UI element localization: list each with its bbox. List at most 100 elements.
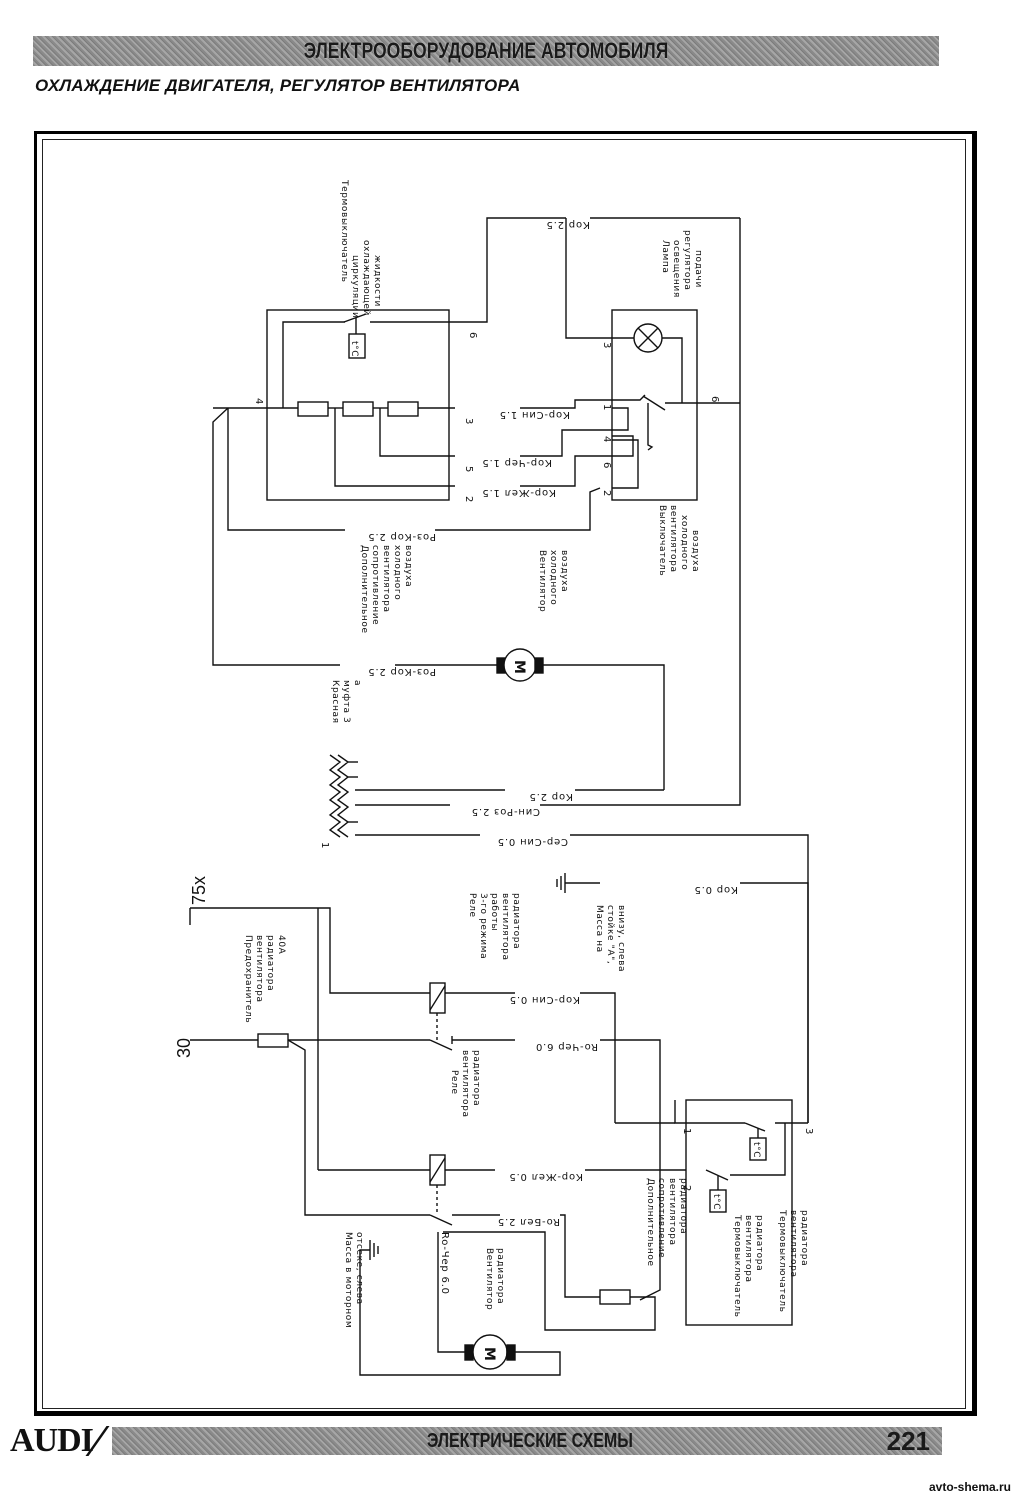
pin-label: 5 [463, 466, 474, 472]
label-line: регулятора [682, 230, 692, 290]
motor-lower-brush-left [464, 1344, 474, 1361]
wire-ro-cher-60-b [437, 1232, 465, 1353]
relay-3rd-coil-diag [429, 985, 446, 1011]
switch-actuator [647, 403, 654, 451]
lamp-cross-2 [637, 327, 659, 349]
temp-symbol-lower-2: t°C [711, 1194, 721, 1210]
wire-roz-kor-a-right [435, 487, 601, 531]
pin-label: 1 [601, 404, 612, 410]
label-connector: Красная муфта 3 а [330, 680, 362, 724]
label-line: радиатора [799, 1210, 809, 1266]
label-line: радиатора [265, 935, 275, 991]
connector-zigzag-2 [336, 754, 350, 838]
label-line: Выключатель [657, 505, 667, 576]
wire-fuse-to-relay-fan [287, 1039, 430, 1216]
pin-label: 1 [319, 842, 330, 848]
label-line: охлаждающей [361, 240, 371, 316]
wire-kor-sin-15 [520, 399, 612, 409]
relay-fan-coil-diag [429, 1157, 446, 1183]
header-band: ЭЛЕКТРООБОРУДОВАНИЕ АВТОМОБИЛЯ [33, 36, 939, 66]
wire-roz-kor-b-left [212, 407, 340, 666]
wire-motor-ground [359, 1249, 561, 1376]
label-line: вентилятора [788, 1210, 798, 1278]
wire-kor25-to-lamp [565, 218, 612, 339]
pin-label: 4 [601, 436, 612, 442]
label-line: сопротивление [370, 545, 380, 625]
wire-75x [190, 907, 430, 994]
wire-label: Кор 2.5 [529, 791, 573, 802]
label-thermo-switch-circulation: Термовыключатель циркуляции охлаждающей … [339, 179, 382, 318]
label-extra-resistance-upper: Дополнительное сопротивление вентилятора… [359, 545, 413, 634]
switch-contact-4 [612, 407, 629, 431]
wire-ro-bel-25 [560, 1214, 600, 1298]
wire-kor-05 [740, 882, 809, 1123]
labels: Термовыключатель циркуляции охлаждающей … [174, 179, 814, 1361]
wire-conn-sin-roz-right [540, 403, 741, 806]
wire-label: Ro-Бел 2.5 [497, 1216, 560, 1227]
motor-symbol-lower: M [481, 1347, 497, 1361]
label-line: 3-го режима [478, 893, 488, 959]
label-line: воздуха [690, 530, 700, 572]
footer-band: ЭЛЕКТРИЧЕСКИЕ СХЕМЫ 221 [112, 1425, 942, 1456]
label-line: Термовыключатель [339, 179, 349, 283]
motor-brush-right [534, 657, 544, 674]
wire-kor-cher-15 [520, 429, 612, 457]
resistor-block-outline [266, 309, 450, 501]
wire-tap-kor-cher [379, 408, 455, 457]
label-line: радиатора [678, 1178, 688, 1234]
label-line: Дополнительное [359, 545, 369, 634]
pin-label: 3 [803, 1128, 814, 1134]
label-extra-resistance-lower: Дополнительное сопротивление вентилятора… [645, 1178, 688, 1267]
label-line: сопротивление [656, 1178, 666, 1258]
resistor-1 [297, 401, 329, 417]
wire-label: Сер-Син 0.5 [497, 836, 568, 847]
watermark: avto-shema.ru [928, 1480, 1011, 1494]
relay-fan-contact [429, 1214, 453, 1226]
page-number: 221 [886, 1425, 930, 1456]
label-line: холодного [548, 550, 558, 605]
audi-logo: AUDI [10, 1422, 94, 1459]
label-line: стойке "А", [605, 905, 615, 964]
label-ground-a: Масса на стойке "А", внизу, слева [594, 905, 626, 972]
header-band-title: ЭЛЕКТРООБОРУДОВАНИЕ АВТОМОБИЛЯ [303, 38, 669, 63]
switch-contact-1 [612, 394, 646, 401]
wire-label: Кор-Жел 0.5 [509, 1171, 583, 1182]
resistor-2 [342, 401, 374, 417]
label-thermo-switch-1: Термовыключатель вентилятора радиатора [732, 1214, 764, 1318]
extra-resistance-lower [599, 1289, 631, 1305]
diagram-frame-outer [34, 131, 977, 1416]
lamp-wire-right [662, 337, 683, 403]
wire-label: Роз-Кор 2.5 [367, 666, 436, 677]
pin-label: 3 [463, 418, 474, 424]
wire-label: Син-Роз 2.5 [471, 806, 540, 817]
label-ground-engine: Масса в моторном отсеке, слева [343, 1232, 364, 1328]
label-line: холодного [392, 545, 402, 600]
fuse-40a [257, 1033, 289, 1048]
footer-section-title: ЭЛЕКТРИЧЕСКИЕ СХЕМЫ [427, 1429, 633, 1452]
pin-label: 6 [601, 462, 612, 468]
resistor-3 [387, 401, 419, 417]
pin-label: 2 [601, 490, 612, 496]
wire-pin6-to-top [449, 217, 566, 323]
pin-label: 3 [601, 342, 612, 348]
terminal-30: 30 [174, 1038, 194, 1058]
wire-label: Кор 2.5 [546, 219, 590, 230]
wire-ro-cher-60-a [600, 1039, 661, 1301]
wire-res-loop [443, 1231, 656, 1331]
label-relay-3rd: Реле 3-го режима работы вентилятора ради… [467, 893, 521, 961]
wire-motor-to-conn [543, 664, 665, 790]
wire-label: Роз-Кор 2.5 [367, 531, 436, 542]
label-line: радиатора [495, 1248, 505, 1304]
terminal-75x: 75x [189, 876, 209, 905]
thermo-switch-sensor [348, 333, 366, 359]
pin-label: 1 [681, 1128, 692, 1134]
switch-contact-6 [612, 435, 634, 457]
label-line: вентилятора [667, 1178, 677, 1246]
wires [189, 217, 809, 1376]
label-line: муфта 3 [341, 680, 351, 723]
label-line: работы [489, 893, 499, 931]
ts-2-link [730, 1123, 786, 1176]
label-line: циркуляции [350, 255, 360, 318]
label-line: воздуха [403, 545, 413, 587]
